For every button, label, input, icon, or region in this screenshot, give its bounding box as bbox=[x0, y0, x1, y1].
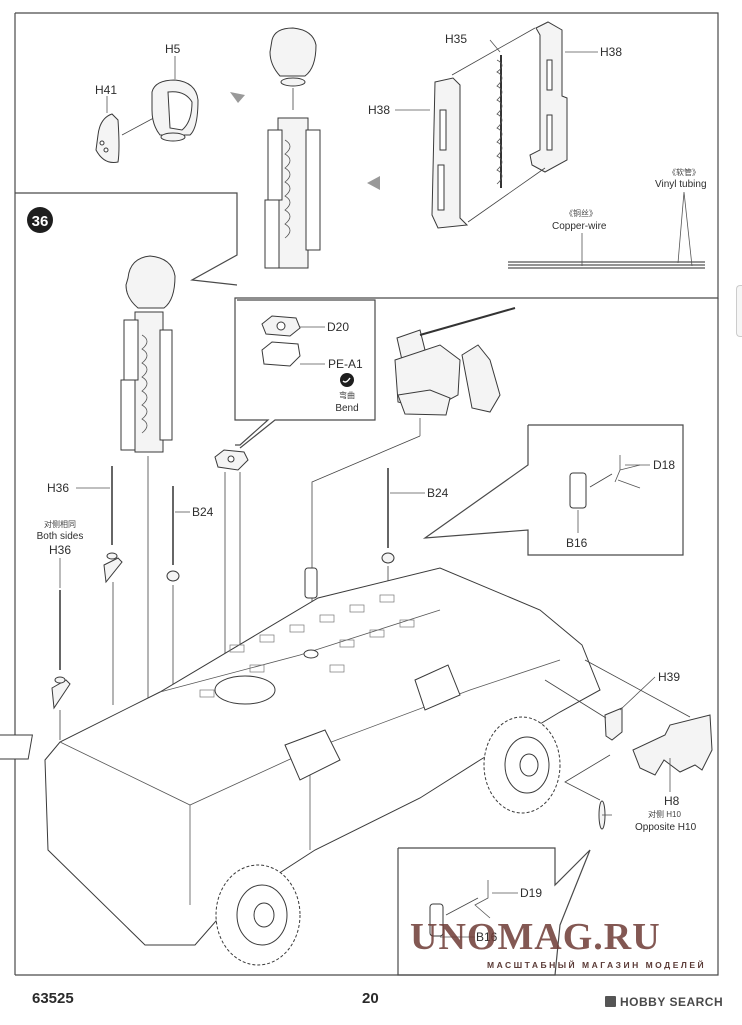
page-number: 20 bbox=[362, 990, 379, 1007]
bend-cn: 弯曲 bbox=[339, 390, 355, 400]
vinyl-tubing-cn: 《软管》 bbox=[668, 167, 700, 177]
label-d19: D19 bbox=[520, 886, 542, 900]
watermark-title: UNOMAG.RU bbox=[410, 916, 661, 958]
label-h8: H8 bbox=[664, 794, 680, 808]
both-sides-cn: 对侧相同 bbox=[44, 519, 76, 529]
sensor-column-step bbox=[120, 255, 176, 760]
label-h39: H39 bbox=[658, 670, 680, 684]
label-d18: D18 bbox=[653, 458, 675, 472]
copper-wire-cn: 《铜丝》 bbox=[565, 208, 597, 218]
sensor-column-top bbox=[264, 27, 321, 269]
opposite-cn: 对侧 H10 bbox=[648, 809, 681, 819]
brand-name: HOBBY SEARCH bbox=[620, 995, 724, 1009]
antenna-h36-top: H36 bbox=[47, 466, 123, 705]
bend-en: Bend bbox=[335, 403, 358, 414]
step-number: 36 bbox=[32, 213, 49, 230]
gun-mount bbox=[311, 307, 516, 650]
vehicle-body bbox=[0, 567, 601, 946]
hobby-search-logo-icon bbox=[605, 996, 616, 1007]
antenna-b24-left: B24 bbox=[166, 486, 214, 690]
step-arrow-icon bbox=[367, 176, 380, 190]
copper-wire-en: Copper-wire bbox=[552, 221, 607, 232]
mirror-assembled bbox=[564, 754, 612, 830]
callout-d20-pe-a1: D20 PE-A1 弯曲 Bend bbox=[237, 299, 376, 449]
step-number-badge: 36 bbox=[27, 207, 53, 233]
wheel-front bbox=[483, 716, 561, 814]
both-sides-en: Both sides bbox=[37, 531, 84, 542]
label-h5: H5 bbox=[165, 42, 181, 56]
hobby-search-brand: HOBBY SEARCH bbox=[605, 995, 723, 1009]
label-b16-left: B16 bbox=[476, 930, 498, 944]
callout-mirror-d19-b16: D19 B16 bbox=[397, 847, 591, 976]
step-arrow-icon bbox=[230, 92, 245, 103]
part-h38-left: H38 bbox=[368, 77, 469, 229]
part-h8: H8 对侧 H10 Opposite H10 bbox=[584, 659, 713, 833]
antenna-h36-bottom: 对侧相同 Both sides H36 bbox=[37, 519, 84, 740]
part-h41: H41 bbox=[95, 83, 120, 163]
part-h5: H5 bbox=[151, 42, 199, 142]
opposite-en: Opposite H10 bbox=[635, 822, 697, 833]
step-frame bbox=[15, 298, 719, 976]
part-h38-right: H38 bbox=[529, 21, 622, 173]
part-h35: H35 bbox=[445, 32, 503, 188]
label-h36-bottom: H36 bbox=[49, 543, 71, 557]
label-d20: D20 bbox=[327, 320, 349, 334]
label-h35: H35 bbox=[445, 32, 467, 46]
label-copper-wire: 《铜丝》 Copper-wire bbox=[552, 208, 607, 266]
label-b24-left: B24 bbox=[192, 505, 214, 519]
bend-icon bbox=[340, 373, 354, 387]
vinyl-tubing-en: Vinyl tubing bbox=[655, 179, 707, 190]
part-h39: H39 bbox=[544, 670, 680, 741]
vehicle-panels bbox=[199, 594, 415, 698]
label-vinyl-tubing: 《软管》 Vinyl tubing bbox=[655, 167, 707, 267]
watermark-subtitle: МАСШТАБНЫЙ МАГАЗИН МОДЕЛЕЙ bbox=[487, 960, 707, 970]
label-b24-right: B24 bbox=[427, 486, 449, 500]
label-h41: H41 bbox=[95, 83, 117, 97]
page-edge-tab bbox=[736, 285, 742, 337]
wheel-rear bbox=[215, 864, 301, 966]
antenna-b24-right: B24 bbox=[381, 468, 449, 640]
kit-number: 63525 bbox=[32, 990, 74, 1007]
label-h38-left: H38 bbox=[368, 103, 390, 117]
label-b16-right: B16 bbox=[566, 536, 588, 550]
label-h36-top: H36 bbox=[47, 481, 69, 495]
label-pe-a1: PE-A1 bbox=[328, 357, 363, 371]
top-panel-frame bbox=[14, 12, 719, 975]
wire-strands bbox=[508, 261, 705, 269]
d20-assembled bbox=[214, 449, 249, 742]
label-h38-right: H38 bbox=[600, 45, 622, 59]
callout-mirror-d18-b16: D18 B16 bbox=[422, 424, 684, 556]
